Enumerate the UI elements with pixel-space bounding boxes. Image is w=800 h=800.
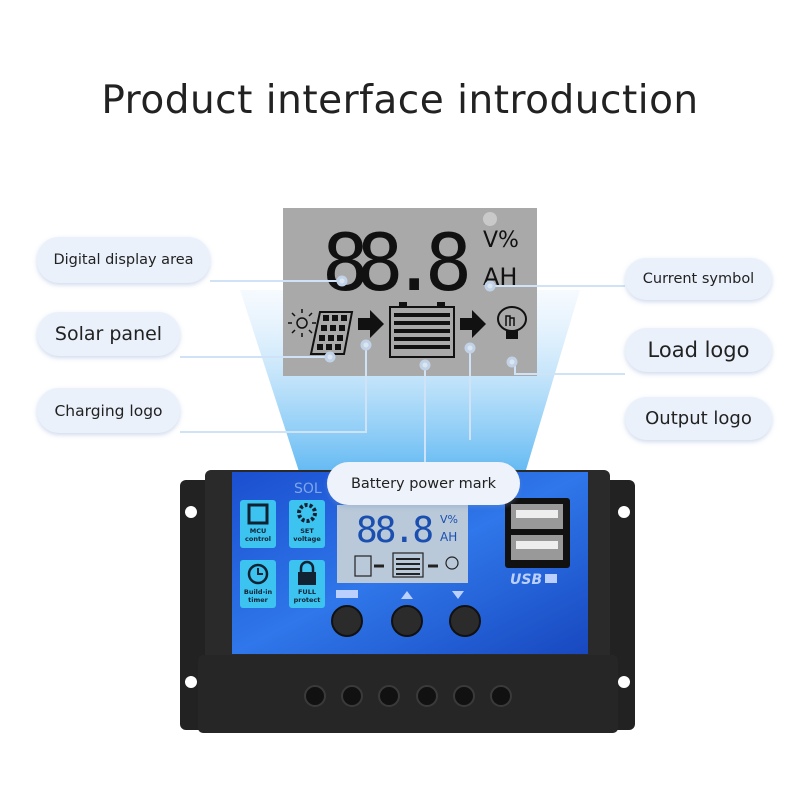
screw-terminal[interactable] [304, 685, 326, 707]
svg-text:SET: SET [300, 527, 314, 535]
bulb-icon [497, 306, 527, 339]
terminal-screws [304, 685, 512, 707]
terminal-block [198, 655, 618, 733]
screw-terminal[interactable] [490, 685, 512, 707]
lock-icon [299, 560, 315, 572]
up-button[interactable] [391, 605, 423, 637]
arrow-icon [460, 310, 486, 338]
down-triangle-icon [452, 591, 464, 599]
lcd-digits: 88.8 [322, 219, 472, 309]
up-triangle-icon [401, 591, 413, 599]
feature-timer: Build-in timer [240, 560, 276, 608]
feature-set-voltage: SET voltage [289, 500, 325, 548]
chip-icon [247, 503, 269, 525]
battery-icon [545, 574, 557, 583]
svg-text:protect: protect [294, 596, 321, 604]
svg-text:timer: timer [248, 596, 269, 604]
down-button-group [449, 591, 481, 637]
callout-solar-panel: Solar panel [37, 312, 180, 356]
callout-load-logo: Load logo [625, 328, 772, 372]
svg-text:Build-in: Build-in [244, 588, 273, 596]
lcd-display-small: 88.8 V% AH [337, 505, 468, 583]
menu-button-group [331, 590, 363, 637]
feature-mcu: MCU control [240, 500, 276, 548]
usb-label: USB [510, 572, 542, 588]
menu-icon [336, 590, 358, 598]
screw-terminal[interactable] [378, 685, 400, 707]
up-button-group [391, 591, 423, 637]
battery-icon [389, 302, 455, 358]
gear-icon [297, 503, 317, 523]
solar-panel-icon [309, 311, 354, 355]
page-title: Product interface introduction [101, 78, 699, 123]
brand-text: SOL [294, 481, 322, 497]
svg-text:MCU: MCU [250, 527, 267, 535]
svg-text:control: control [245, 535, 271, 543]
screw-terminal[interactable] [341, 685, 363, 707]
callout-battery-power-mark: Battery power mark [327, 462, 520, 505]
svg-text:voltage: voltage [293, 535, 321, 543]
callout-current-symbol: Current symbol [625, 258, 772, 300]
lcd-unit-top: V% [483, 228, 519, 253]
arrow-icon [358, 310, 384, 338]
screw-terminal[interactable] [453, 685, 475, 707]
sun-icon [288, 309, 316, 337]
svg-text:88.8: 88.8 [356, 510, 434, 551]
svg-text:AH: AH [440, 530, 457, 544]
usb-ports: USB [505, 498, 570, 588]
clock-icon [247, 563, 269, 585]
svg-text:V%: V% [440, 513, 458, 526]
callout-digital-display-area: Digital display area [37, 237, 210, 283]
screw-terminal[interactable] [416, 685, 438, 707]
down-button[interactable] [449, 605, 481, 637]
lcd-display-enlarged: 88.8 V% AH [283, 208, 537, 376]
anchor-dots [324, 212, 518, 371]
callout-charging-logo: Charging logo [37, 388, 180, 433]
callout-output-logo: Output logo [625, 397, 772, 440]
svg-text:FULL: FULL [298, 588, 316, 596]
feature-full-protect: FULL protect [289, 560, 325, 608]
solar-charge-controller: SOL MCU control SET voltage Build-in tim… [180, 470, 635, 733]
menu-button[interactable] [331, 605, 363, 637]
